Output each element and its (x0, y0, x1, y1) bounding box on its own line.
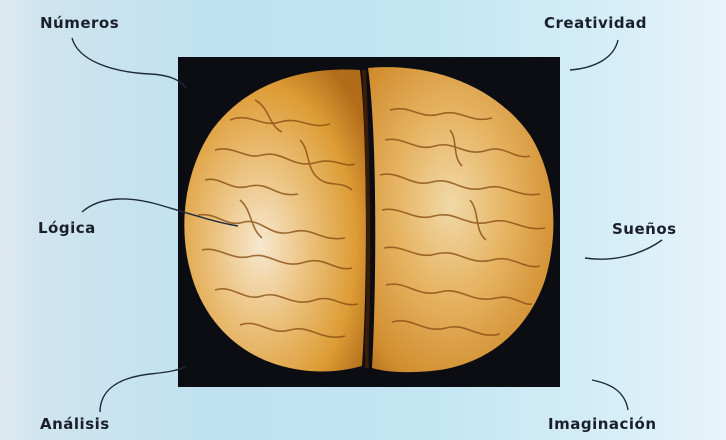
leader-numeros (72, 38, 186, 88)
leader-creatividad (570, 40, 618, 70)
leader-suenos (585, 240, 662, 259)
leader-imaginacion (592, 380, 628, 410)
leader-analisis (100, 366, 186, 412)
